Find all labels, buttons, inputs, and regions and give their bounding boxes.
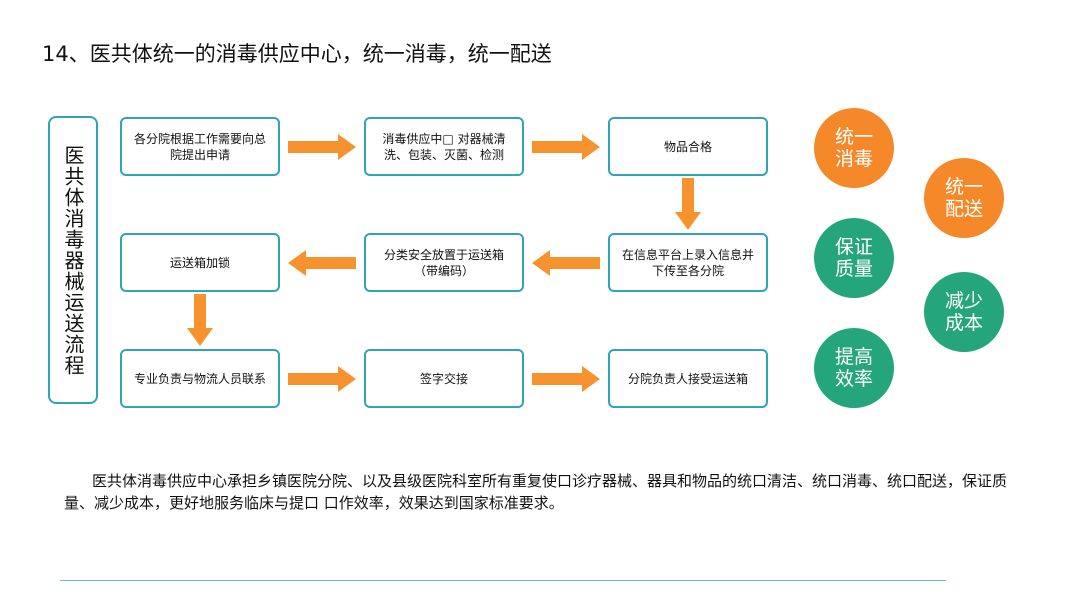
badge-unified-disinfection: 统一消毒 bbox=[814, 108, 894, 188]
flow-side-label: 医共体消毒器械运送流程 bbox=[61, 144, 85, 376]
step-pack-box: 分类安全放置于运送箱（带编码） bbox=[364, 233, 524, 292]
step-qualified: 物品合格 bbox=[608, 117, 768, 176]
arrow-left-icon bbox=[288, 250, 356, 276]
arrow-down-icon bbox=[675, 178, 701, 230]
step-record-info: 在信息平台上录入信息并下传至各分院 bbox=[608, 233, 768, 292]
arrow-right-icon bbox=[288, 366, 356, 392]
page-title: 14、医共体统一的消毒供应中心，统一消毒，统一配送 bbox=[42, 42, 552, 66]
badge-ensure-quality: 保证质量 bbox=[814, 218, 894, 298]
badge-reduce-cost: 减少成本 bbox=[924, 272, 1004, 352]
step-sterilize: 消毒供应中□ 对器械清洗、包装、灭菌、检测 bbox=[364, 117, 524, 176]
bottom-divider bbox=[60, 580, 946, 581]
step-receive-box: 分院负责人接受运送箱 bbox=[608, 349, 768, 408]
step-request: 各分院根据工作需要向总院提出申请 bbox=[120, 117, 280, 176]
arrow-down-icon bbox=[187, 294, 213, 346]
arrow-left-icon bbox=[532, 250, 600, 276]
description-paragraph: 医共体消毒供应中心承担乡镇医院分院、以及县级医院科室所有重复使口诊疗器械、器具和… bbox=[64, 472, 1008, 512]
badge-improve-efficiency: 提高效率 bbox=[814, 328, 894, 408]
arrow-right-icon bbox=[288, 134, 356, 160]
arrow-right-icon bbox=[532, 366, 600, 392]
arrow-right-icon bbox=[532, 134, 600, 160]
step-contact-logistics: 专业负责与物流人员联系 bbox=[120, 349, 280, 408]
step-lock-box: 运送箱加锁 bbox=[120, 233, 280, 292]
flow-side-label-box: 医共体消毒器械运送流程 bbox=[48, 116, 98, 404]
badge-unified-delivery: 统一配送 bbox=[924, 158, 1004, 238]
step-sign-handover: 签字交接 bbox=[364, 349, 524, 408]
